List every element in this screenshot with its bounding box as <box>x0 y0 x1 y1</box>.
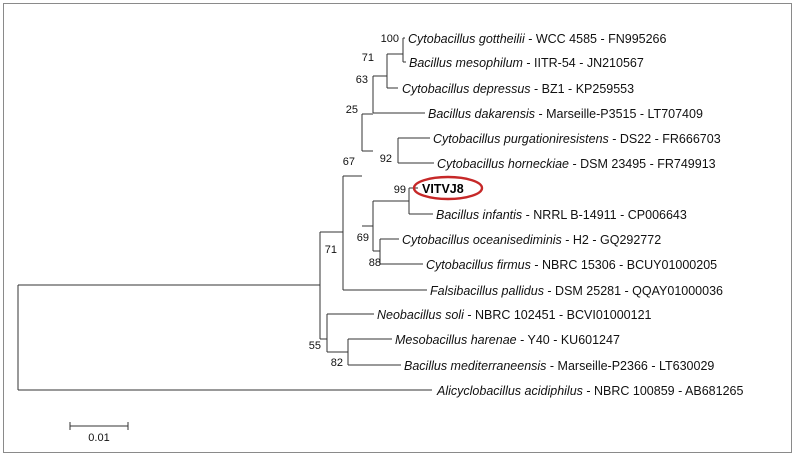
taxon-label: Bacillus dakarensis - Marseille-P3515 - … <box>428 107 703 121</box>
tree-branches <box>17 37 434 391</box>
scale-bar-label: 0.01 <box>88 432 109 444</box>
bootstrap-value: 25 <box>346 104 358 116</box>
taxon-label: Bacillus mesophilum - IITR-54 - JN210567 <box>409 56 644 70</box>
taxon-label: Cytobacillus horneckiae - DSM 23495 - FR… <box>437 157 716 171</box>
taxon-label: Cytobacillus purgationiresistens - DS22 … <box>433 132 721 146</box>
taxon-label: Cytobacillus depressus - BZ1 - KP259553 <box>402 82 634 96</box>
bootstrap-value: 100 <box>381 33 399 45</box>
bootstrap-value: 92 <box>380 153 392 165</box>
taxon-label: Neobacillus soli - NBRC 102451 - BCVI010… <box>377 308 652 322</box>
figure-frame <box>3 3 792 453</box>
bootstrap-value: 71 <box>325 244 337 256</box>
bootstrap-value: 82 <box>331 357 343 369</box>
bootstrap-value: 69 <box>357 232 369 244</box>
bootstrap-value: 63 <box>356 74 368 86</box>
taxon-label: Bacillus infantis - NRRL B-14911 - CP006… <box>436 208 687 222</box>
bootstrap-value: 55 <box>309 340 321 352</box>
highlight-oval <box>412 175 484 201</box>
taxon-label: Alicyclobacillus acidiphilus - NBRC 1008… <box>436 384 743 398</box>
taxon-label: Cytobacillus oceanisediminis - H2 - GQ29… <box>402 233 661 247</box>
taxon-label: Cytobacillus firmus - NBRC 15306 - BCUY0… <box>426 258 717 272</box>
bootstrap-value: 88 <box>369 257 381 269</box>
bootstrap-value: 71 <box>362 52 374 64</box>
bootstrap-values: 100 71 63 25 92 67 99 69 88 71 55 82 <box>309 33 406 369</box>
bootstrap-value: 99 <box>394 184 406 196</box>
scale-bar: 0.01 <box>69 422 129 444</box>
taxon-label: Cytobacillus gottheilii - WCC 4585 - FN9… <box>408 32 667 46</box>
taxon-labels: Cytobacillus gottheilii - WCC 4585 - FN9… <box>377 32 743 398</box>
bootstrap-value: 67 <box>343 156 355 168</box>
taxon-label: Bacillus mediterraneensis - Marseille-P2… <box>404 359 714 373</box>
taxon-label-vitvj8: VITVJ8 <box>422 182 464 196</box>
taxon-label: Falsibacillus pallidus - DSM 25281 - QQA… <box>430 284 723 298</box>
taxon-label: Mesobacillus harenae - Y40 - KU601247 <box>395 333 620 347</box>
